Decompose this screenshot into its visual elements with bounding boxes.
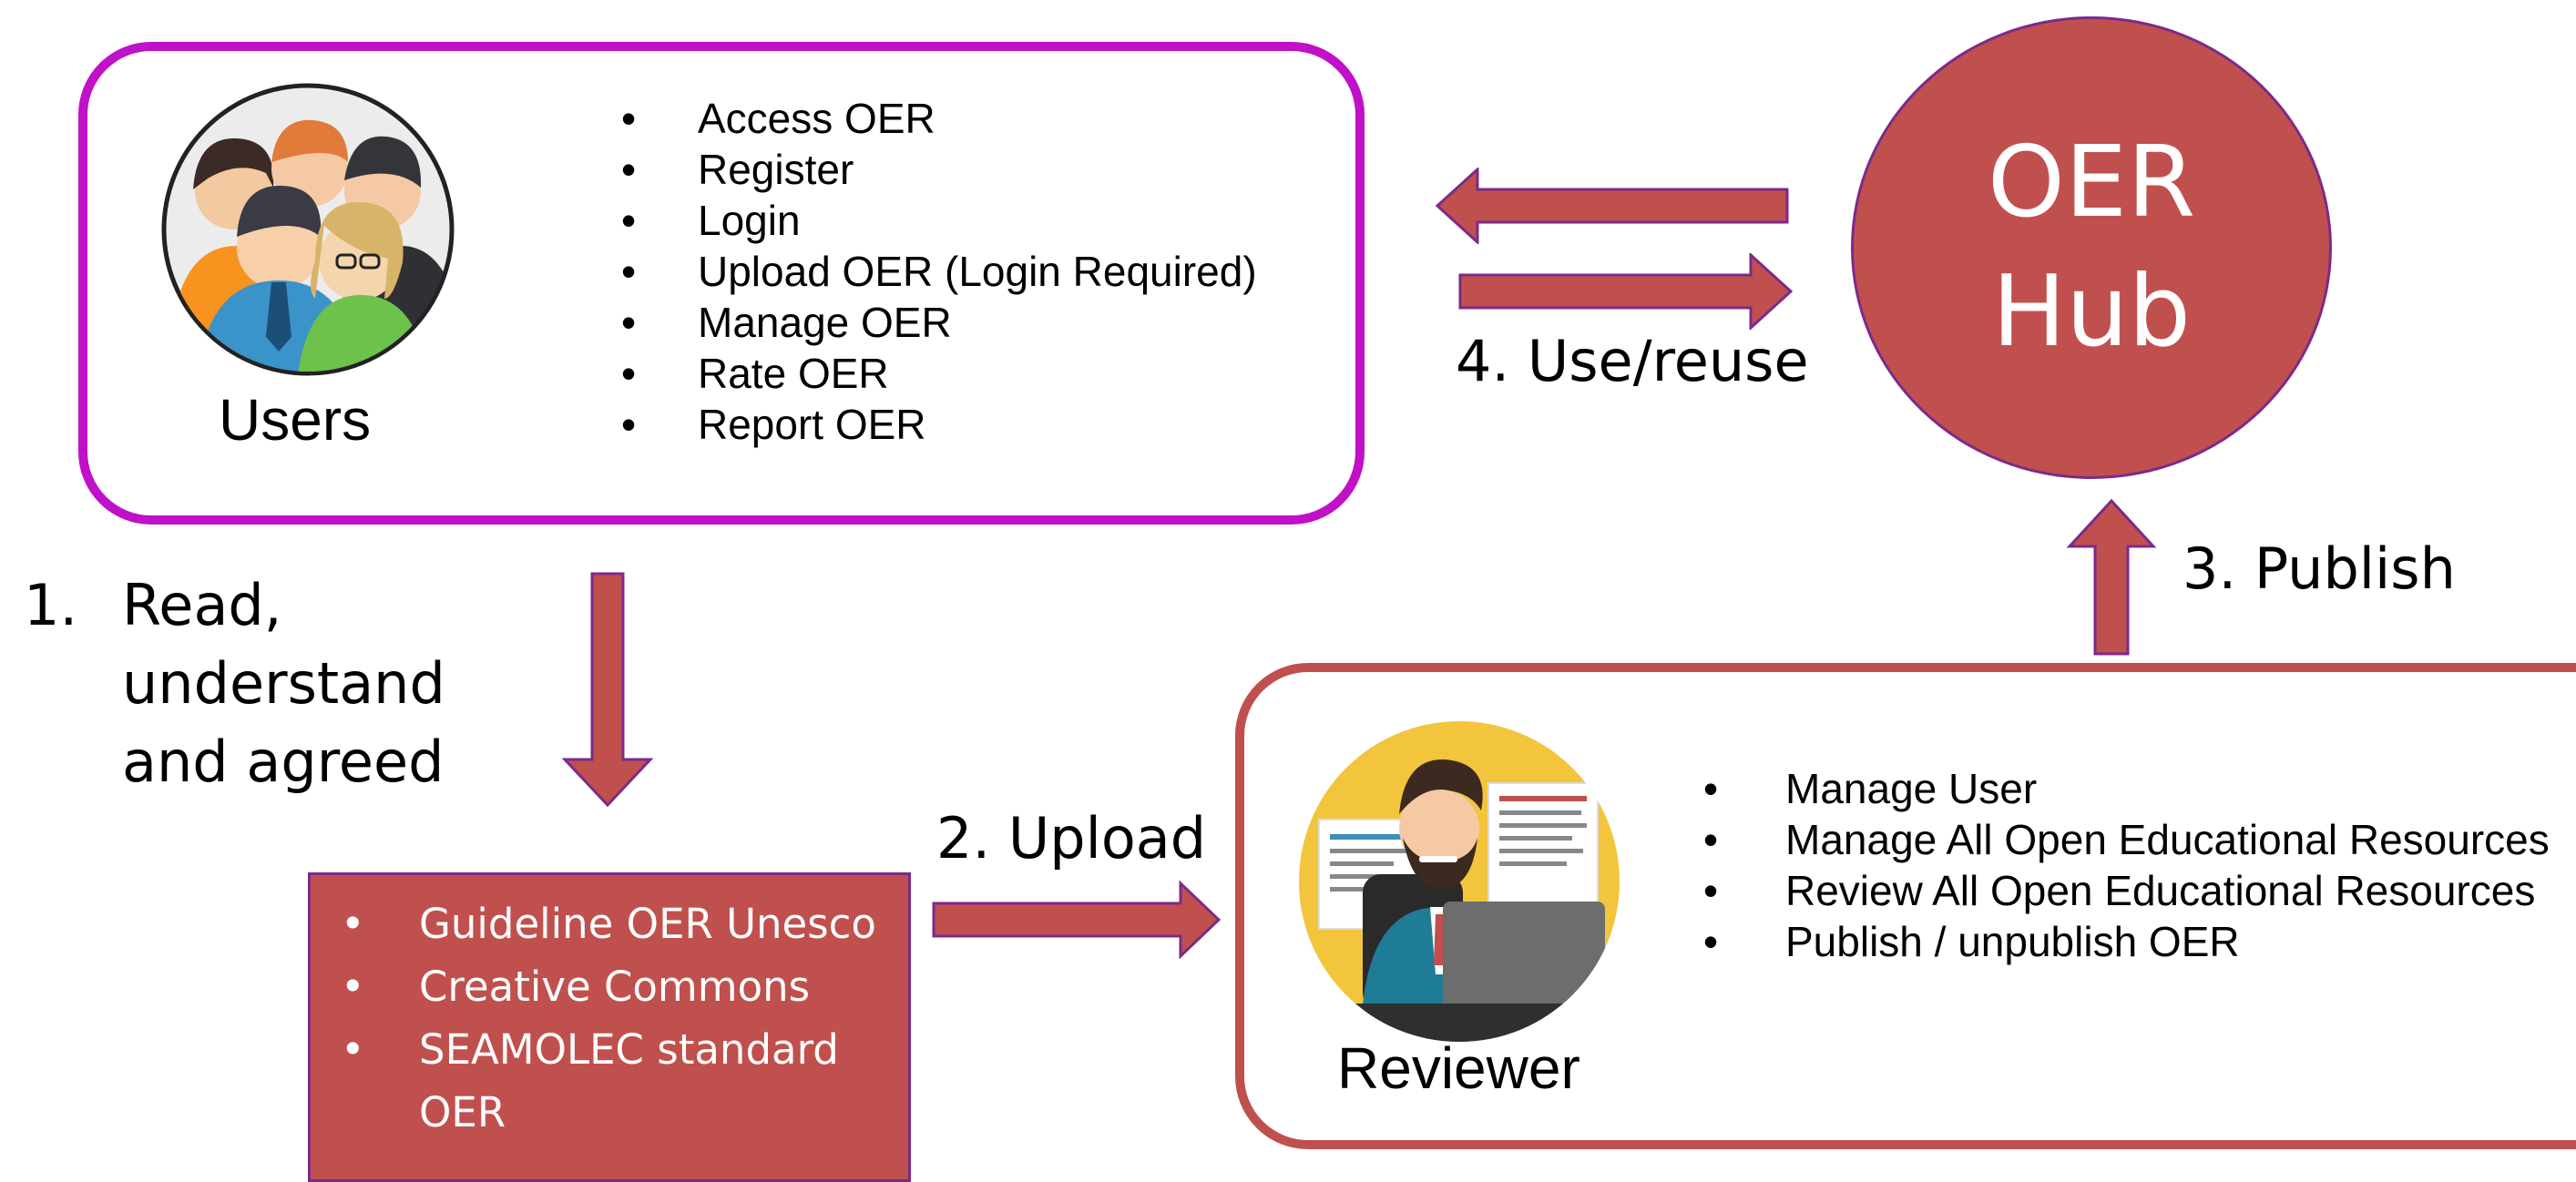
- step-4-label: 4. Use/reuse: [1456, 328, 1809, 394]
- list-item: •SEAMOLEC standard OER: [341, 1025, 839, 1136]
- list-item: •Manage OER: [621, 299, 952, 346]
- arrow-down-icon: [561, 572, 654, 808]
- users-group-icon: [161, 83, 455, 376]
- hub-title-line2: Hub: [1991, 255, 2192, 369]
- step-2-label: 2. Upload: [936, 805, 1207, 871]
- step-3-label: 3. Publish: [2182, 535, 2456, 602]
- list-item: •Manage User: [1703, 765, 2038, 812]
- list-item: •Report OER: [621, 401, 926, 448]
- list-item: •Register: [621, 146, 854, 193]
- arrow-left-icon: [1436, 168, 1789, 244]
- list-item: •Access OER: [621, 95, 935, 142]
- oer-hub-circle: OER Hub: [1851, 16, 2332, 479]
- guidelines-list: •Guideline OER Unesco •Creative Commons …: [341, 892, 911, 1144]
- reviewer-actions-list: •Manage User •Manage All Open Educationa…: [1703, 763, 2550, 967]
- list-item: •Manage All Open Educational Resources: [1703, 816, 2550, 863]
- hub-title-line1: OER: [1987, 126, 2196, 239]
- reviewer-label: Reviewer: [1337, 1035, 1580, 1101]
- list-item: •Login: [621, 197, 801, 244]
- list-item: •Guideline OER Unesco: [341, 900, 876, 948]
- reviewer-icon: [1299, 721, 1620, 1042]
- list-item: •Creative Commons: [341, 963, 811, 1011]
- list-item: •Upload OER (Login Required): [621, 248, 1257, 295]
- list-item: •Review All Open Educational Resources: [1703, 867, 2536, 914]
- reviewer-box: [1235, 663, 2576, 1149]
- list-item: •Rate OER: [621, 350, 889, 397]
- users-actions-list: •Access OER •Register •Login •Upload OER…: [621, 93, 1257, 450]
- list-item: •Publish / unpublish OER: [1703, 918, 2240, 965]
- arrow-up-icon: [2066, 498, 2157, 656]
- step-1-text: Read, understand and agreed: [122, 572, 445, 795]
- users-box: [78, 42, 1365, 525]
- arrow-right-upload-icon: [932, 880, 1222, 960]
- step-1-number: 1.: [24, 572, 78, 638]
- arrow-right-icon: [1458, 253, 1794, 330]
- users-label: Users: [219, 387, 372, 453]
- guidelines-box: [308, 872, 911, 1182]
